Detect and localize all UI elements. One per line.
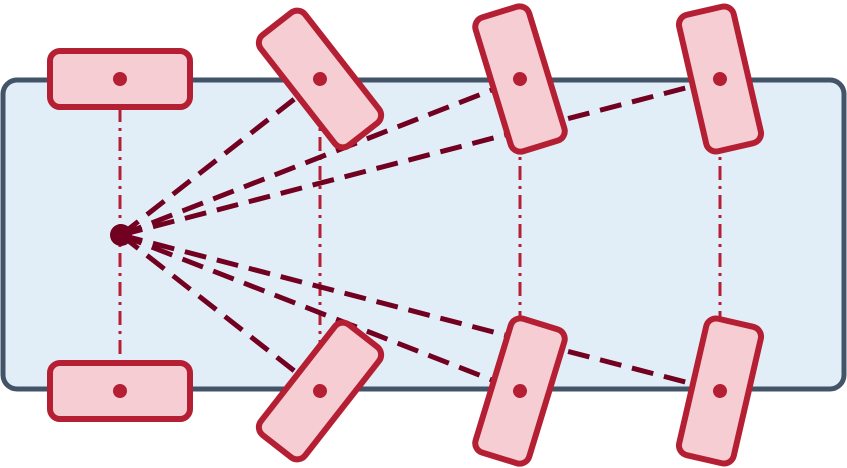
wheel-front-3-top <box>675 3 765 155</box>
wheel-front-2-bottom <box>472 315 568 467</box>
wheel-center-dot <box>713 384 727 398</box>
steering-line-front-1-top <box>119 77 322 237</box>
turning-center-pivot <box>110 224 132 246</box>
wheel-center-dot <box>713 72 727 86</box>
steering-line-front-3-bottom <box>120 232 721 394</box>
wheel-front-3-bottom <box>675 315 765 467</box>
wheel-center-dot <box>513 72 527 86</box>
steering-lines <box>119 76 721 394</box>
wheel-center-dot <box>513 384 527 398</box>
wheel-front-2-top <box>472 3 568 155</box>
wheels <box>47 3 765 467</box>
wheel-center-dot <box>113 72 127 86</box>
wheel-rear-bottom <box>47 360 193 422</box>
wheel-rear-top <box>47 48 193 110</box>
vehicle-chassis <box>0 77 847 392</box>
wheel-center-dot <box>113 384 127 398</box>
wheel-front-1-bottom <box>255 319 385 463</box>
steering-line-front-1-bottom <box>119 233 322 393</box>
wheel-center-dot <box>313 72 327 86</box>
steering-line-front-2-bottom <box>120 232 521 394</box>
steering-line-front-2-top <box>120 76 521 238</box>
wheel-center-dot <box>313 384 327 398</box>
steering-line-front-3-top <box>120 76 721 238</box>
wheel-front-1-top <box>255 7 385 151</box>
